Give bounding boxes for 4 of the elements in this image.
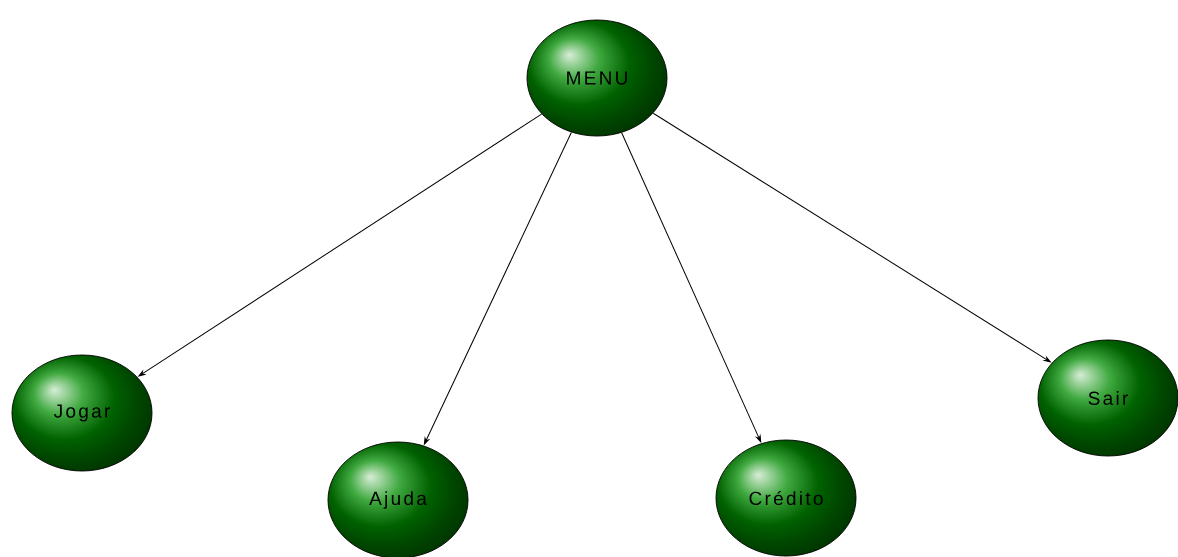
arrow	[423, 131, 572, 445]
arrow	[621, 132, 762, 443]
arrow	[652, 112, 1051, 363]
arrow	[138, 113, 543, 377]
